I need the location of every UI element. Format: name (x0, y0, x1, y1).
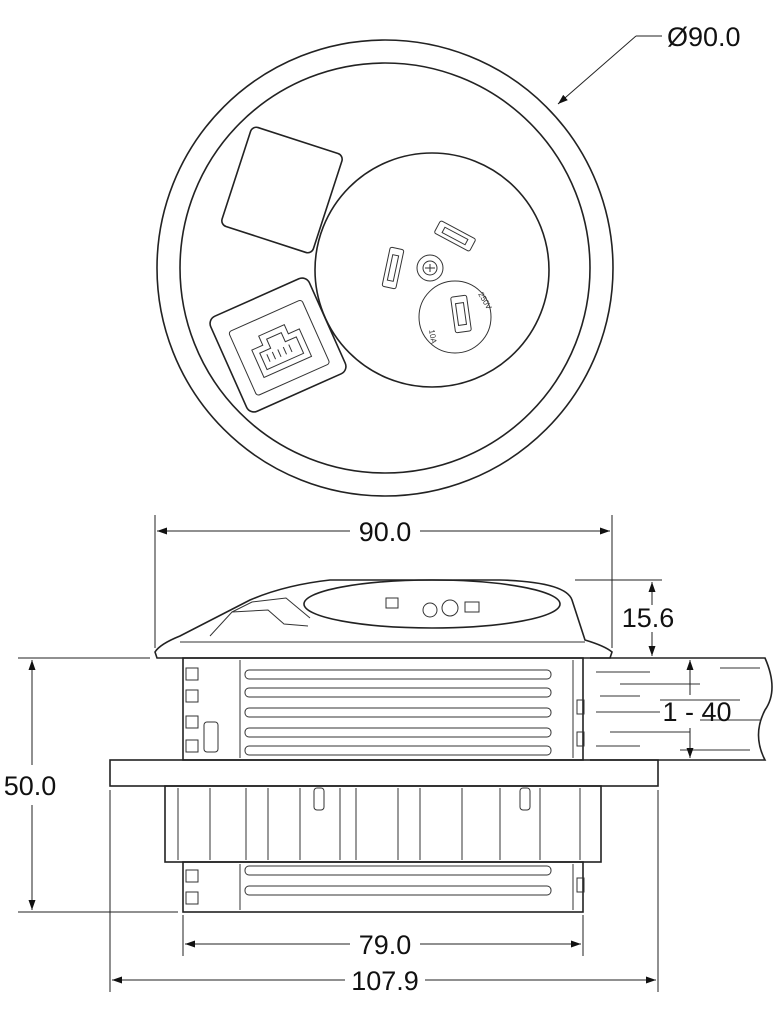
body-width-label: 79.0 (359, 930, 412, 960)
blank-module (221, 126, 343, 254)
dim-flange-height (575, 579, 662, 659)
flange-height-label: 15.6 (622, 603, 675, 633)
voltage-rating: 250V (476, 291, 493, 312)
desk-thickness-label: 1 - 40 (662, 697, 731, 727)
rj45-port-icon (251, 324, 313, 379)
dim-total-height (18, 657, 178, 913)
clamp-width-label: 107.9 (351, 966, 419, 996)
bottom-body (182, 861, 585, 913)
outer-rim (156, 39, 614, 497)
top-view: 10A 250V Ø90.0 (156, 22, 741, 497)
upper-body (182, 657, 585, 761)
dim-clamp-width (109, 790, 659, 992)
power-socket-plate (314, 152, 550, 388)
inner-rim (179, 62, 591, 474)
desk-section (590, 657, 773, 761)
current-rating: 10A (427, 329, 438, 345)
dim-flange-width (154, 515, 613, 648)
socket-lid (303, 579, 561, 629)
total-height-label: 50.0 (4, 771, 57, 801)
flange-width-label: 90.0 (359, 517, 412, 547)
top-flange (154, 579, 613, 659)
dim-body-width (182, 915, 584, 956)
socket-pins: 10A 250V (381, 220, 494, 354)
rj45-data-module (209, 277, 347, 413)
switch-dial (418, 280, 492, 354)
lower-body (164, 785, 602, 863)
clamp-plate (109, 759, 659, 787)
diameter-label: Ø90.0 (667, 22, 741, 52)
side-view: 90.0 15.6 1 - 40 50.0 (4, 515, 773, 996)
diameter-callout (557, 35, 662, 105)
